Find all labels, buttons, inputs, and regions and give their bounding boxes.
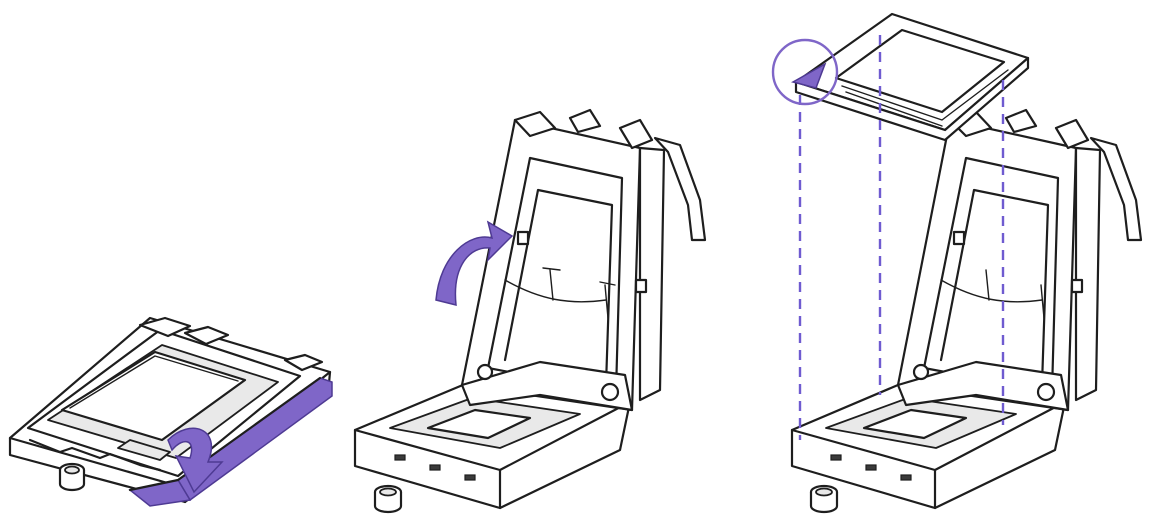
step-2-open-socket (353, 108, 707, 514)
socket-cap-icon (809, 484, 839, 514)
alignment-guide-lines (798, 35, 1005, 440)
curved-arrow-down-icon (167, 427, 224, 494)
alignment-marker-icon (771, 38, 839, 106)
socket-cap-icon (373, 484, 403, 514)
curved-arrow-up-icon (435, 220, 514, 306)
step-3-align-cpu (771, 12, 1143, 514)
cpu-chip (794, 12, 1030, 142)
socket-cap-icon (58, 462, 86, 492)
step-1-closed-socket (8, 316, 333, 507)
